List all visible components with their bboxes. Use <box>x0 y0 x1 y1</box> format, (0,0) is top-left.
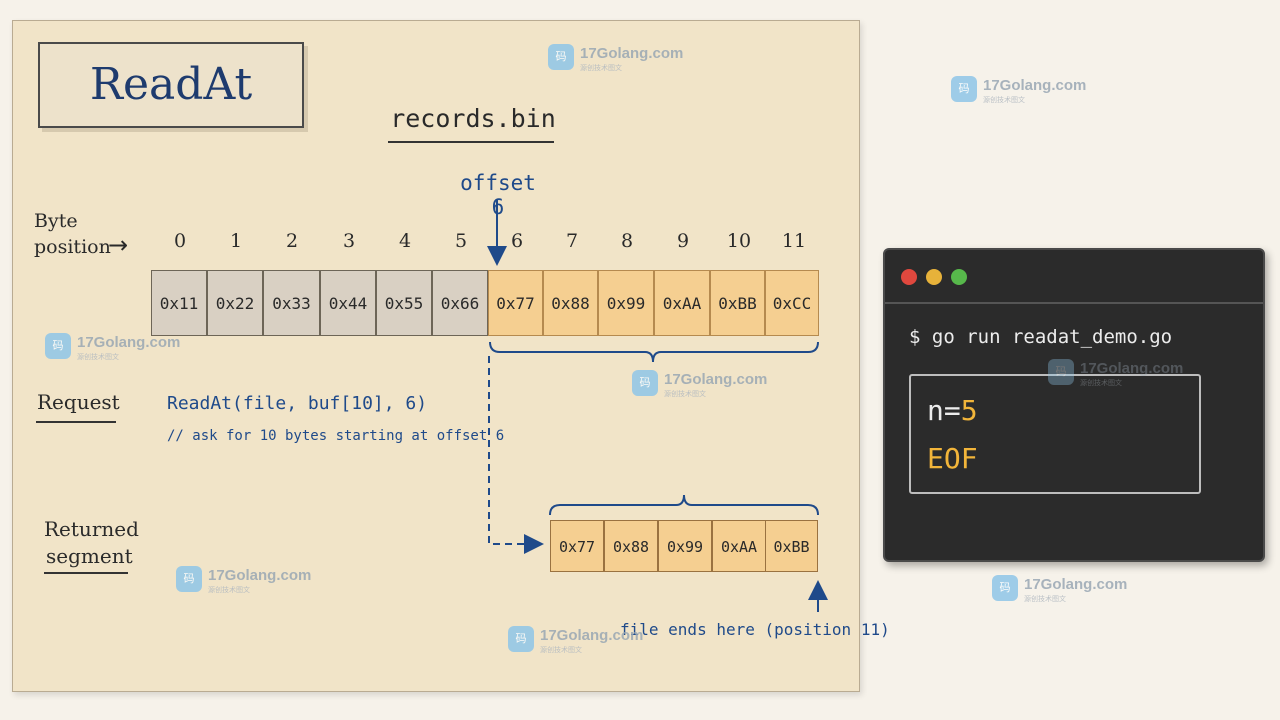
byte-cell-6: 0x77 <box>488 270 543 336</box>
watermark-subtext: 源创技术图文 <box>208 586 250 594</box>
returned-byte-cell-3: 0xAA <box>712 520 766 572</box>
byte-position-1: 1 <box>229 230 243 252</box>
terminal-output-box: n=5 EOF <box>909 374 1201 494</box>
maximize-dot-icon[interactable] <box>951 269 967 285</box>
byte-cell-7: 0x88 <box>543 270 598 336</box>
byte-position-3: 3 <box>342 230 356 252</box>
dashed-connector <box>488 356 544 554</box>
byte-cell-10: 0xBB <box>710 270 765 336</box>
watermark-logo-icon: 码 <box>548 44 574 70</box>
right-arrow-icon: → <box>108 231 129 259</box>
byte-position-0: 0 <box>173 230 187 252</box>
byte-cell-0: 0x11 <box>151 270 207 336</box>
byte-cell-2: 0x33 <box>263 270 320 336</box>
byte-cell-11: 0xCC <box>765 270 819 336</box>
watermark-subtext: 源创技术图文 <box>983 96 1025 104</box>
watermark-subtext: 源创技术图文 <box>580 64 622 72</box>
watermark-logo-icon: 码 <box>1048 359 1074 385</box>
watermark-subtext: 源创技术图文 <box>77 353 119 361</box>
watermark-text: 17Golang.com <box>983 77 1087 94</box>
returned-label-line1: Returned <box>44 517 139 541</box>
byte-position-label-line2: position <box>34 236 111 258</box>
watermark-logo-icon: 码 <box>508 626 534 652</box>
watermark-subtext: 源创技术图文 <box>664 390 706 398</box>
byte-position-8: 8 <box>620 230 634 252</box>
watermark-text: 17Golang.com <box>1024 576 1128 593</box>
returned-byte-cell-1: 0x88 <box>604 520 658 572</box>
watermark-logo-icon: 码 <box>951 76 977 102</box>
minimize-dot-icon[interactable] <box>926 269 942 285</box>
file-name-underline <box>388 141 554 143</box>
byte-cell-5: 0x66 <box>432 270 488 336</box>
byte-position-6: 6 <box>510 230 524 252</box>
byte-position-10: 10 <box>726 230 752 252</box>
file-ends-note: file ends here (position 11) <box>620 620 890 639</box>
byte-position-5: 5 <box>454 230 468 252</box>
watermark-subtext: 源创技术图文 <box>1024 595 1066 603</box>
diagram-card <box>12 20 860 692</box>
byte-cell-9: 0xAA <box>654 270 710 336</box>
byte-cell-4: 0x55 <box>376 270 432 336</box>
request-comment: // ask for 10 bytes starting at offset 6 <box>167 428 505 444</box>
request-label: Request <box>37 390 120 414</box>
terminal-command: $ go run readat_demo.go <box>909 326 1173 348</box>
returned-underline <box>44 572 128 574</box>
byte-cell-1: 0x22 <box>207 270 263 336</box>
byte-position-label-line1: Byte <box>34 210 78 232</box>
top-brace <box>489 341 819 363</box>
returned-byte-cell-2: 0x99 <box>658 520 712 572</box>
byte-position-11: 11 <box>781 230 807 252</box>
page-title: ReadAt <box>89 59 253 110</box>
output-eof: EOF <box>927 442 978 475</box>
byte-cell-3: 0x44 <box>320 270 376 336</box>
byte-position-9: 9 <box>676 230 690 252</box>
file-name: records.bin <box>390 104 556 133</box>
terminal-title-bar <box>885 250 1263 304</box>
watermark-subtext: 源创技术图文 <box>1080 379 1122 387</box>
watermark-logo-icon: 码 <box>992 575 1018 601</box>
watermark-text: 17Golang.com <box>664 371 768 388</box>
watermark-logo-icon: 码 <box>176 566 202 592</box>
watermark-logo-icon: 码 <box>45 333 71 359</box>
bottom-brace <box>549 494 819 516</box>
returned-label-line2: segment <box>46 544 133 568</box>
watermark-text: 17Golang.com <box>540 627 644 644</box>
returned-byte-cell-0: 0x77 <box>550 520 604 572</box>
byte-position-2: 2 <box>285 230 299 252</box>
title-box: ReadAt <box>38 42 304 128</box>
byte-position-7: 7 <box>565 230 579 252</box>
request-code: ReadAt(file, buf[10], 6) <box>167 393 428 414</box>
output-n-value: 5 <box>960 394 978 427</box>
byte-position-4: 4 <box>398 230 412 252</box>
output-n-label: n= <box>927 394 961 427</box>
watermark-subtext: 源创技术图文 <box>540 646 582 654</box>
watermark-logo-icon: 码 <box>632 370 658 396</box>
returned-byte-cell-4: 0xBB <box>765 520 818 572</box>
watermark-text: 17Golang.com <box>1080 360 1184 377</box>
byte-cell-8: 0x99 <box>598 270 654 336</box>
output-n-line: n=5 <box>927 394 978 427</box>
terminal-window: $ go run readat_demo.go n=5 EOF <box>883 248 1265 562</box>
close-dot-icon[interactable] <box>901 269 917 285</box>
watermark-text: 17Golang.com <box>208 567 312 584</box>
watermark-text: 17Golang.com <box>580 45 684 62</box>
watermark-text: 17Golang.com <box>77 334 181 351</box>
request-underline <box>36 421 116 423</box>
